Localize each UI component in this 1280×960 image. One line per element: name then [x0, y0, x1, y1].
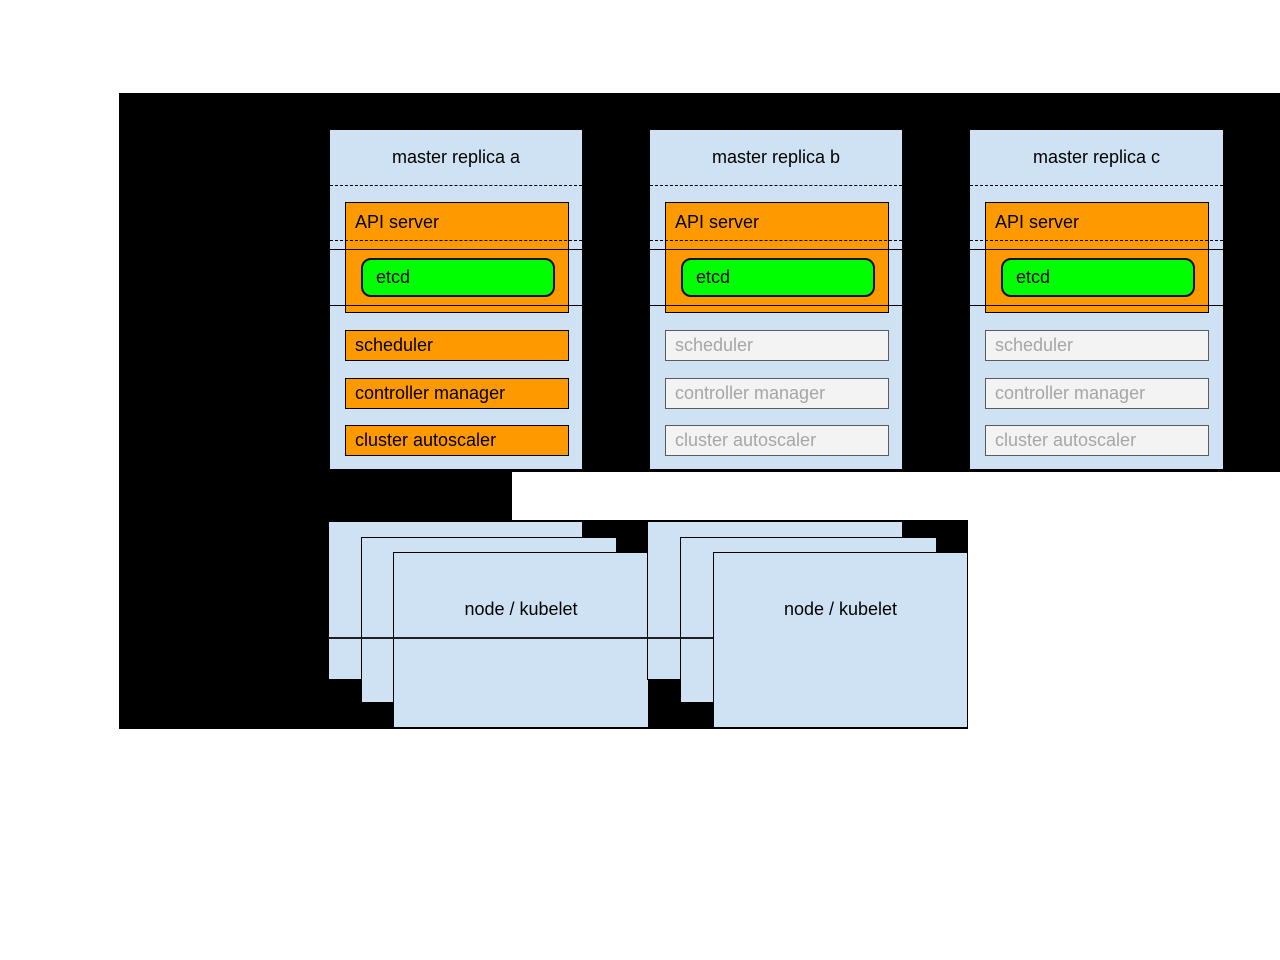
divider-dashed-2-b — [650, 240, 902, 241]
node-stack-2-label: node / kubelet — [783, 598, 898, 619]
scheduler-box-a: scheduler — [345, 330, 569, 361]
etcd-box-a: etcd — [361, 258, 555, 297]
cluster-autoscaler-box-c: cluster autoscaler — [985, 425, 1209, 456]
api-server-label-a: API server — [355, 211, 440, 232]
divider-solid-1-a — [330, 249, 582, 250]
api-server-label-c: API server — [995, 211, 1080, 232]
api-server-box-a: API server etcd — [345, 202, 569, 313]
master-replica-c-panel: master replica c API server etcd schedul… — [969, 129, 1224, 470]
divider-solid-2-b — [650, 305, 902, 306]
divider-solid-2-c — [970, 305, 1223, 306]
node-stack-1-divider-line — [328, 637, 649, 639]
master-replica-b-title: master replica b — [711, 147, 841, 167]
etcd-box-c: etcd — [1001, 258, 1195, 297]
master-replica-a-panel: master replica a API server etcd schedul… — [329, 129, 583, 470]
api-server-box-b: API server etcd — [665, 202, 889, 313]
divider-solid-1-b — [650, 249, 902, 250]
master-replica-b-panel: master replica b API server etcd schedul… — [649, 129, 903, 470]
node-stack-1-front-box: node / kubelet — [393, 552, 649, 728]
controller-manager-box-a: controller manager — [345, 378, 569, 409]
controller-manager-box-c: controller manager — [985, 378, 1209, 409]
api-server-box-c: API server etcd — [985, 202, 1209, 313]
scheduler-box-c: scheduler — [985, 330, 1209, 361]
node-stack-2-divider-line — [647, 637, 713, 639]
divider-dashed-2-c — [970, 240, 1223, 241]
cluster-autoscaler-box-b: cluster autoscaler — [665, 425, 889, 456]
divider-dashed-1-c — [970, 185, 1223, 186]
api-server-label-b: API server — [675, 211, 760, 232]
master-replica-a-title: master replica a — [391, 147, 521, 167]
etcd-box-b: etcd — [681, 258, 875, 297]
master-replica-c-title: master replica c — [1032, 147, 1161, 167]
scheduler-box-b: scheduler — [665, 330, 889, 361]
divider-dashed-1-b — [650, 185, 902, 186]
divider-solid-1-c — [970, 249, 1223, 250]
divider-dashed-2-a — [330, 240, 582, 241]
controller-manager-box-b: controller manager — [665, 378, 889, 409]
node-stack-1-label: node / kubelet — [464, 598, 578, 619]
node-stack-2-front-box: node / kubelet — [713, 552, 968, 728]
cluster-autoscaler-box-a: cluster autoscaler — [345, 425, 569, 456]
divider-dashed-1-a — [330, 185, 582, 186]
divider-solid-2-a — [330, 305, 582, 306]
